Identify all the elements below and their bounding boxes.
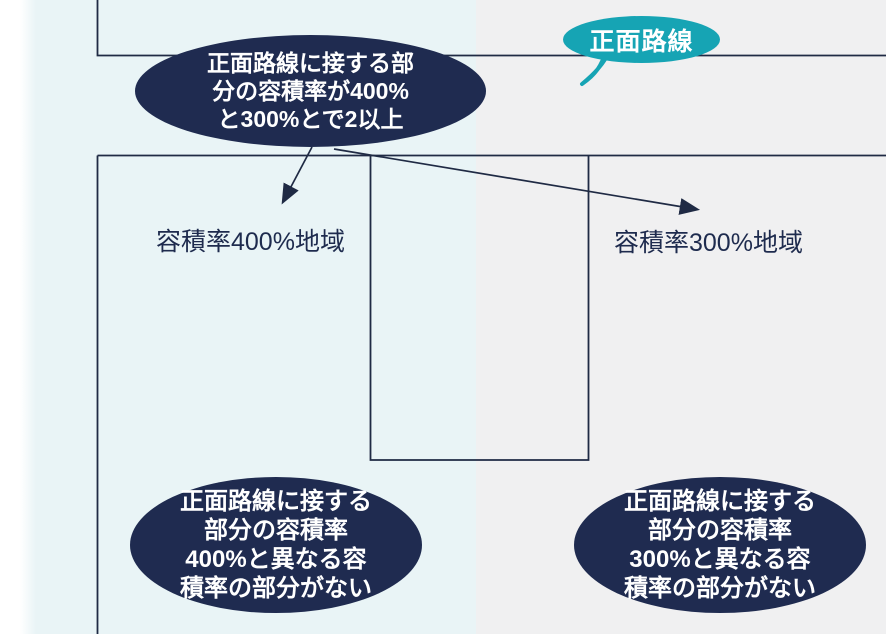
bottom-left-callout-line: 積率の部分がない xyxy=(180,575,372,602)
bottom-right-callout-line: 正面路線に接する xyxy=(624,488,816,515)
top-callout-line: と300%とで2以上 xyxy=(217,106,404,132)
bottom-right-callout-ellipse: 正面路線に接する 部分の容積率 300%と異なる容 積率の部分がない xyxy=(574,477,866,613)
arrow-to-400-zone xyxy=(281,146,313,205)
arrow-to-300-zone xyxy=(333,148,701,215)
bottom-left-callout-line: 部分の容積率 xyxy=(204,517,348,544)
top-callout-ellipse: 正面路線に接する部 分の容積率が400% と300%とで2以上 xyxy=(135,35,486,147)
bottom-left-callout-line: 400%と異なる容 xyxy=(185,546,367,573)
road-bubble-label: 正面路線 xyxy=(589,27,694,56)
road-bubble: 正面路線 xyxy=(563,16,720,63)
bottom-right-callout-line: 300%と異なる容 xyxy=(629,546,811,573)
zone-label-300: 容積率300%地域 xyxy=(614,229,803,257)
bottom-left-callout-line: 正面路線に接する xyxy=(180,488,372,515)
zone-label-400: 容積率400%地域 xyxy=(156,228,345,256)
top-callout-line: 正面路線に接する部 xyxy=(207,50,414,76)
top-callout-line: 分の容積率が400% xyxy=(212,78,409,104)
bottom-right-callout-line: 積率の部分がない xyxy=(624,575,816,602)
bottom-right-callout-line: 部分の容積率 xyxy=(648,517,792,544)
bottom-left-callout-ellipse: 正面路線に接する 部分の容積率 400%と異なる容 積率の部分がない xyxy=(130,477,422,613)
inner-rectangle xyxy=(369,155,590,461)
